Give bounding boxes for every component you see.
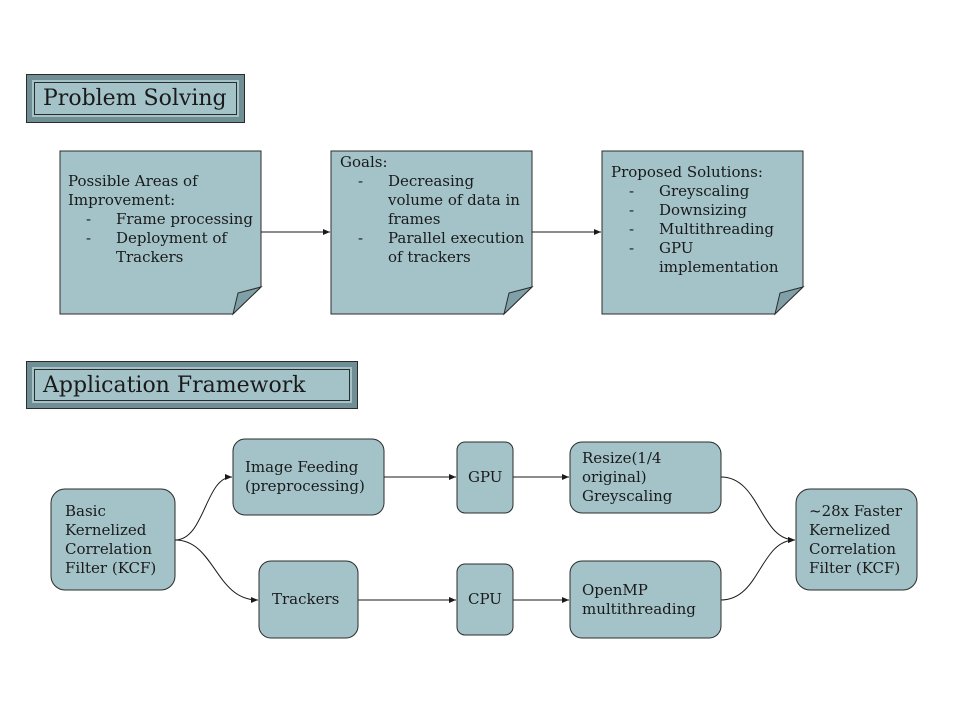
section-title-problem-solving-label: Problem Solving — [34, 82, 237, 115]
note-solutions: Proposed Solutions: Greyscaling Downsizi… — [611, 163, 797, 277]
note-areas-heading: Possible Areas of Improvement: — [68, 172, 198, 209]
edge-openmp-to-faster-kcf — [720, 537, 796, 601]
note-areas-item: Deployment of Trackers — [68, 229, 258, 267]
edge-kcf-to-image-feeding — [174, 474, 233, 541]
note-solutions-item: Downsizing — [611, 201, 797, 220]
note-solutions-item: Greyscaling — [611, 182, 797, 201]
note-goals-item: Parallel execution of trackers — [340, 229, 526, 267]
note-goals-heading: Goals: — [340, 153, 388, 171]
note-solutions-list: Greyscaling Downsizing Multithreading GP… — [611, 182, 797, 277]
note-goals-list: Decreasing volume of data in frames Para… — [340, 172, 526, 267]
node-trackers-label: Trackers — [272, 590, 340, 608]
section-title-application-framework-label: Application Framework — [34, 369, 350, 401]
note-goals: Goals: Decreasing volume of data in fram… — [340, 153, 526, 267]
node-basic-kcf-label: Basic Kernelized Correlation Filter (KCF… — [65, 501, 157, 577]
node-image-feeding-label: Image Feeding (preprocessing) — [245, 458, 365, 495]
edge-kcf-to-trackers — [174, 539, 259, 603]
node-faster-kcf-shape — [795, 488, 918, 591]
node-resize-label: Resize(1/4 original) Greyscaling — [582, 449, 673, 505]
section-title-application-framework: Application Framework — [26, 361, 358, 409]
note-solutions-item: GPU implementation — [611, 239, 797, 277]
node-openmp-label: OpenMP multithreading — [582, 580, 696, 618]
note-solutions-item: Multithreading — [611, 220, 797, 239]
note-areas-list: Frame processing Deployment of Trackers — [68, 210, 258, 267]
node-gpu-label: GPU — [468, 468, 503, 486]
note-solutions-heading: Proposed Solutions: — [611, 163, 763, 181]
node-cpu-label: CPU — [468, 590, 502, 608]
note-goals-item: Decreasing volume of data in frames — [340, 172, 526, 229]
note-areas-item: Frame processing — [68, 210, 258, 229]
edge-resize-to-faster-kcf — [720, 476, 796, 543]
node-faster-kcf-label: ~28x Faster Kernelized Correlation Filte… — [809, 501, 902, 577]
section-title-problem-solving: Problem Solving — [26, 74, 245, 123]
note-areas: Possible Areas of Improvement: Frame pro… — [68, 172, 258, 267]
